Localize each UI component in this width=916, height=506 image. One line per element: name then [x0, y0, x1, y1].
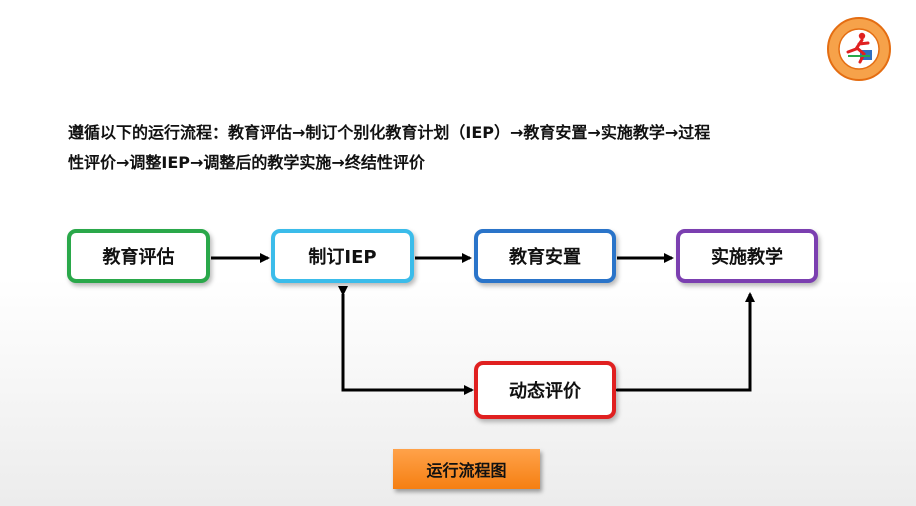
arrow-iep-evaluation-loop — [338, 286, 474, 395]
box-dynamic-evaluation-label: 动态评价 — [509, 381, 581, 402]
box-education-assessment-label: 教育评估 — [102, 247, 175, 268]
box-make-iep-label: 制订IEP — [308, 247, 377, 268]
box-make-iep: 制订IEP — [271, 229, 414, 283]
box-implement-teaching-label: 实施教学 — [711, 247, 783, 268]
box-implement-teaching: 实施教学 — [676, 229, 818, 283]
flow-chart-caption-label: 运行流程图 — [426, 461, 507, 480]
intro-text: 遵循以下的运行流程：教育评估→制订个别化教育计划（IEP）→教育安置→实施教学→… — [68, 118, 858, 178]
arrow-evaluation-teaching-loop — [609, 292, 755, 395]
box-education-placement-label: 教育安置 — [509, 247, 581, 268]
flow-chart-caption-button[interactable]: 运行流程图 — [393, 449, 540, 489]
box-education-placement: 教育安置 — [474, 229, 616, 283]
intro-line-1: 遵循以下的运行流程：教育评估→制订个别化教育计划（IEP）→教育安置→实施教学→… — [68, 123, 711, 142]
box-education-assessment: 教育评估 — [67, 229, 210, 283]
box-dynamic-evaluation: 动态评价 — [474, 361, 616, 419]
intro-line-2: 性评价→调整IEP→调整后的教学实施→终结性评价 — [68, 153, 425, 172]
logo-emblem — [827, 17, 891, 81]
